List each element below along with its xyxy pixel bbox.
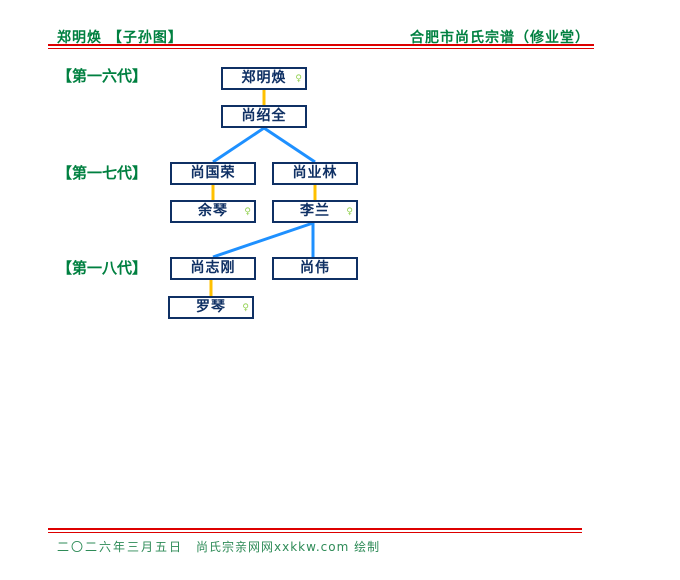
page-title-root-person: 郑明焕 【子孙图】 xyxy=(57,30,183,46)
header-divider-rule xyxy=(48,44,594,49)
person-name: 尚业林 xyxy=(292,165,338,181)
child-link-lilan-shangzhigang xyxy=(212,221,314,259)
female-marker-icon: ♀ xyxy=(242,303,249,313)
person-name: 罗琴 xyxy=(196,299,226,315)
generation-label-17: 【第一七代】 xyxy=(57,164,148,182)
person-box-shang-guorong[interactable]: 尚国荣 xyxy=(170,162,256,185)
footer-divider-rule xyxy=(48,528,582,533)
person-box-shang-yelin[interactable]: 尚业林 xyxy=(272,162,358,185)
female-marker-icon: ♀ xyxy=(244,207,251,217)
generation-label-16: 【第一六代】 xyxy=(57,67,148,85)
female-marker-icon: ♀ xyxy=(295,74,302,84)
person-name: 李兰 xyxy=(300,203,330,219)
footer-credit: 尚氏宗亲网网xxkkw.com 绘制 xyxy=(196,540,381,554)
person-box-luo-qin[interactable]: 罗琴 ♀ xyxy=(168,296,254,319)
person-box-shang-shaoquan[interactable]: 尚绍全 xyxy=(221,105,307,128)
person-box-zheng-minghuan[interactable]: 郑明焕 ♀ xyxy=(221,67,307,90)
footer-date: 二〇二六年三月五日 xyxy=(57,540,184,554)
child-link-shangshaoquan-shangyelin xyxy=(263,126,316,164)
person-name: 尚志刚 xyxy=(190,260,236,276)
person-box-li-lan[interactable]: 李兰 ♀ xyxy=(272,200,358,223)
person-name: 尚绍全 xyxy=(241,108,287,124)
person-box-shang-zhigang[interactable]: 尚志刚 xyxy=(170,257,256,280)
person-name: 余琴 xyxy=(198,203,228,219)
female-marker-icon: ♀ xyxy=(346,207,353,217)
person-name: 尚伟 xyxy=(300,260,330,276)
page-title-clan-register: 合肥市尚氏宗谱（修业堂） xyxy=(410,30,590,46)
child-link-shangshaoquan-shangguorong xyxy=(212,126,265,164)
person-box-yu-qin[interactable]: 余琴 ♀ xyxy=(170,200,256,223)
generation-label-18: 【第一八代】 xyxy=(57,259,148,277)
person-name: 尚国荣 xyxy=(190,165,236,181)
person-name: 郑明焕 xyxy=(241,70,287,86)
person-box-shang-wei[interactable]: 尚伟 xyxy=(272,257,358,280)
